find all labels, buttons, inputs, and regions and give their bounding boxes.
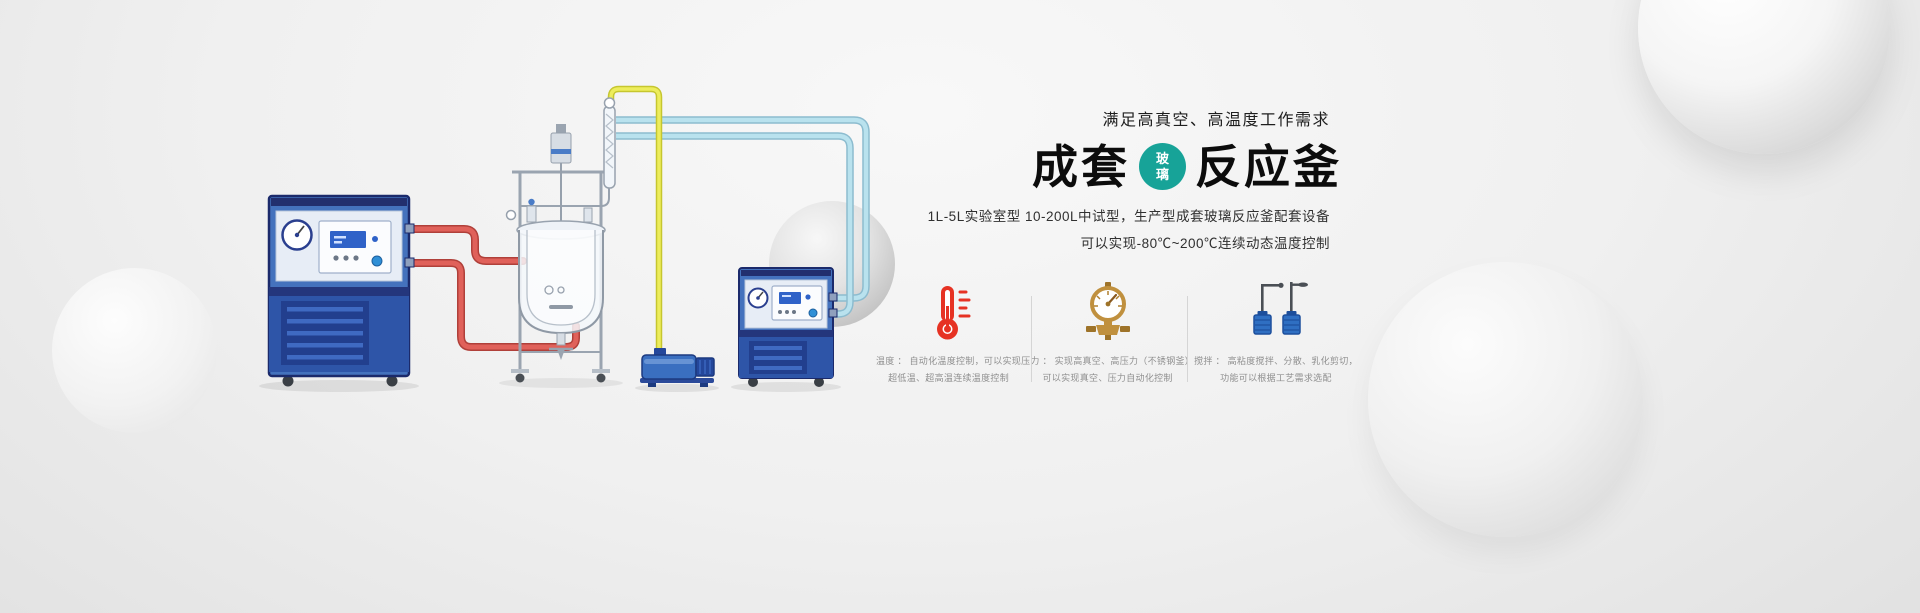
glass-reactor <box>499 97 623 388</box>
glass-badge: 玻 璃 <box>1139 143 1186 190</box>
reactor-drain-valve <box>556 332 566 346</box>
pressure-gauge-icon <box>1080 282 1136 340</box>
chiller-aux <box>731 267 841 392</box>
feature-pressure-line2: 可以实现真空、压力自动化控制 <box>1042 372 1173 383</box>
tagline: 满足高真空、高温度工作需求 <box>1102 112 1330 129</box>
subtitle-line2: 可以实现-80℃~200℃连续动态温度控制 <box>1080 236 1330 251</box>
feature-stirring-line2: 功能可以根据工艺需求选配 <box>1220 372 1332 383</box>
heating-tubes-red <box>403 225 580 351</box>
decor-sphere-top-right <box>1638 0 1890 154</box>
decor-sphere-left <box>52 268 217 433</box>
feature-temperature-line1: 温度 ： 自动化温度控制，可以实现 <box>876 356 1022 366</box>
glass-badge-char1: 玻 <box>1155 150 1169 166</box>
glass-badge-char2: 璃 <box>1155 166 1169 182</box>
feature-stirring-text: 搅拌 ： 高粘度搅拌、分散、乳化剪切， 功能可以根据工艺需求选配 <box>1194 353 1358 386</box>
main-title: 成套 玻 璃 反应釜 <box>876 143 1342 190</box>
feature-divider-2 <box>1186 296 1188 382</box>
title-part2: 反应釜 <box>1195 140 1342 193</box>
feature-temperature-text: 温度 ： 自动化温度控制，可以实现 超低温、超高温连续温度控制 <box>876 353 1021 386</box>
feature-pressure-text: 压力 ： 实现高真空、高压力（不锈钢釜） 可以实现真空、压力自动化控制 <box>1021 353 1194 386</box>
promo-copy: 满足高真空、高温度工作需求 成套 玻 璃 反应釜 1L-5L实验室型 10-20… <box>876 106 1358 386</box>
equipment-illustration <box>259 85 895 392</box>
feature-stirring: 搅拌 ： 高粘度搅拌、分散、乳化剪切， 功能可以根据工艺需求选配 <box>1194 282 1358 386</box>
thermometer-icon <box>924 282 974 340</box>
reactor-motor <box>556 124 566 133</box>
feature-stirring-line1: 搅拌 ： 高粘度搅拌、分散、乳化剪切， <box>1194 356 1358 366</box>
feature-temperature-line2: 超低温、超高温连续温度控制 <box>888 372 1009 383</box>
vacuum-pump <box>635 348 719 392</box>
feature-pressure: 压力 ： 实现高真空、高压力（不锈钢釜） 可以实现真空、压力自动化控制 <box>1021 282 1194 386</box>
subtitle-line1: 1L-5L实验室型 10-200L中试型，生产型成套玻璃反应釜配套设备 <box>927 209 1330 224</box>
feature-temperature: 温度 ： 自动化温度控制，可以实现 超低温、超高温连续温度控制 <box>876 282 1021 386</box>
stirrer-icon <box>1243 282 1309 340</box>
decor-sphere-right <box>1368 262 1643 537</box>
feature-pressure-line1: 压力 ： 实现高真空、高压力（不锈钢釜） <box>1021 356 1195 366</box>
coolant-tubes-cyan <box>616 116 870 318</box>
feature-divider-1 <box>1031 296 1033 382</box>
features-row: 温度 ： 自动化温度控制，可以实现 超低温、超高温连续温度控制 <box>876 282 1358 386</box>
title-part1: 成套 <box>1032 140 1130 193</box>
vacuum-tube-yellow <box>607 85 663 354</box>
chiller-main <box>259 194 419 392</box>
